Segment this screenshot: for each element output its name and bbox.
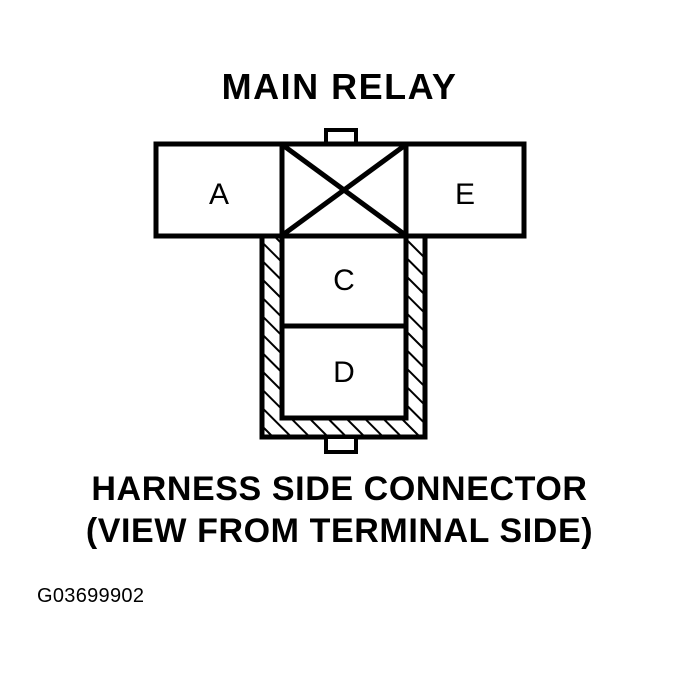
cross-mark-stroke-2 xyxy=(282,143,406,237)
caption-line-1: HARNESS SIDE CONNECTOR xyxy=(91,470,588,508)
figure-code: G03699902 xyxy=(37,585,145,607)
figure-caption: HARNESS SIDE CONNECTOR (VIEW FROM TERMIN… xyxy=(0,468,679,552)
page-title: MAIN RELAY xyxy=(221,66,458,107)
caption-line-2: (VIEW FROM TERMINAL SIDE) xyxy=(85,512,594,550)
bottom-latch-tab xyxy=(324,435,358,454)
